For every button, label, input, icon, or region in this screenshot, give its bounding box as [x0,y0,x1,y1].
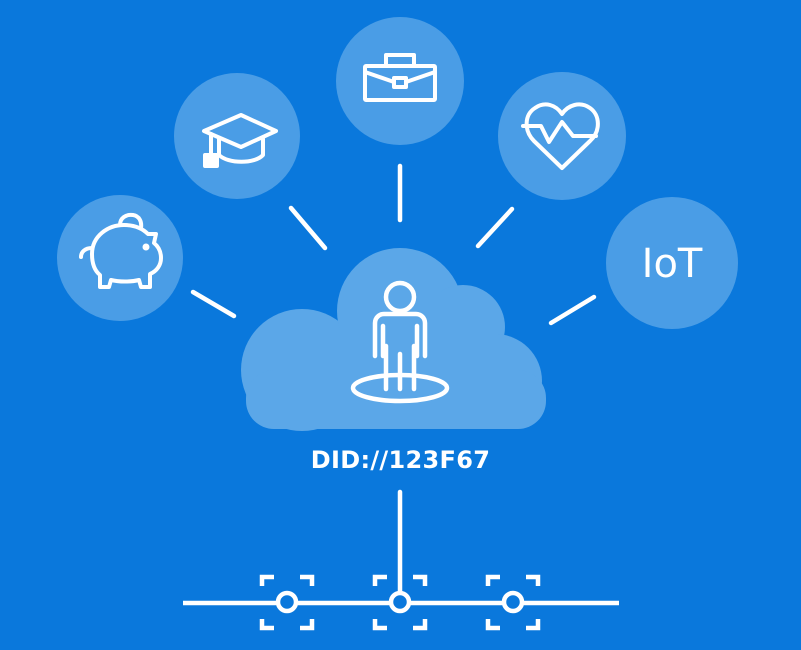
blockchain-ledger-icon [183,574,619,631]
ledger-node-2 [372,574,428,631]
connector-finance [190,289,237,319]
connector-iot [548,294,597,326]
briefcase-bubble [336,17,464,145]
piggy-bank-icon [79,212,163,289]
piggy-bank-bubble [57,195,183,321]
heart-pulse-bubble [498,72,626,200]
person-icon [350,280,450,404]
identity-cloud [241,248,546,431]
iot-label: IoT [642,241,703,287]
connector-health [475,206,515,249]
iot-bubble [606,197,738,329]
ledger-node-3 [485,574,541,631]
did-identifier: DID://123F67 [310,446,491,474]
connector-lines [190,163,597,326]
ledger-node-1 [259,574,315,631]
heart-pulse-icon [521,102,600,170]
graduation-cap-bubble [174,73,300,199]
connector-education [288,205,328,251]
briefcase-icon [363,53,437,102]
graduation-cap-icon [202,113,278,168]
